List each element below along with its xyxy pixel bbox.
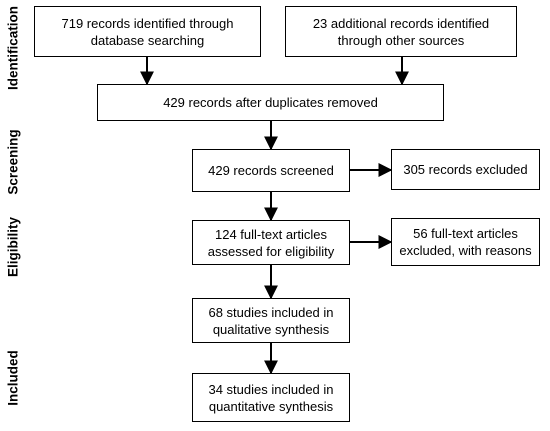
box-database-records: 719 records identified through database … (34, 6, 261, 57)
box-fulltext-excluded: 56 full-text articles excluded, with rea… (391, 218, 540, 266)
box-quantitative-synthesis: 34 studies included in quantitative synt… (192, 373, 350, 422)
box-fulltext-assessed: 124 full-text articles assessed for elig… (192, 220, 350, 265)
box-other-sources: 23 additional records identified through… (285, 6, 517, 57)
box-qualitative-synthesis: 68 studies included in qualitative synth… (192, 298, 350, 343)
box-records-screened: 429 records screened (192, 149, 350, 192)
box-duplicates-removed: 429 records after duplicates removed (97, 84, 444, 121)
box-records-excluded: 305 records excluded (391, 149, 540, 190)
